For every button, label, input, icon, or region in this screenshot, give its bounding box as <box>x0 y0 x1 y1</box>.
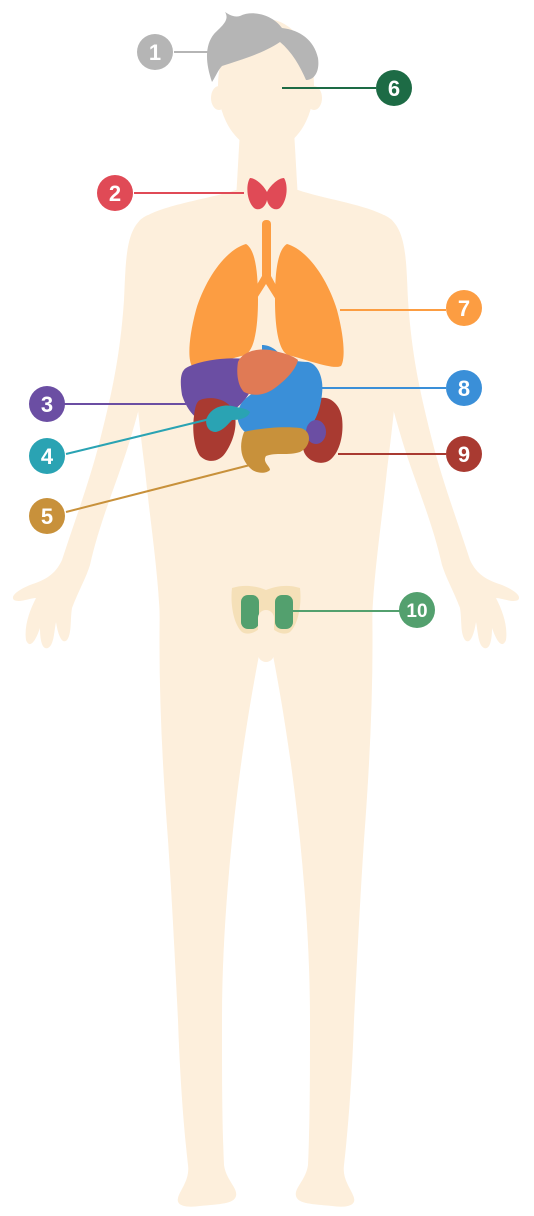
marker-3-label: 3 <box>41 392 53 417</box>
marker-5-circle <box>29 498 65 534</box>
lung-right <box>275 244 344 367</box>
arm-left <box>12 215 160 649</box>
testis-left <box>241 595 259 629</box>
testis-right <box>275 595 293 629</box>
marker-7-label: 7 <box>458 296 470 321</box>
trachea <box>262 220 271 280</box>
lung-left <box>189 244 258 367</box>
marker-9-circle <box>446 436 482 472</box>
marker-4-circle <box>29 438 65 474</box>
ear-right <box>306 86 322 110</box>
leg-left <box>159 600 266 1207</box>
lungs-group <box>189 220 344 367</box>
thyroid <box>247 178 287 210</box>
marker-1-label: 1 <box>149 40 161 65</box>
hair <box>206 12 319 82</box>
penis <box>258 610 274 662</box>
marker-8-circle <box>446 370 482 406</box>
marker-10[interactable]: 10 <box>399 592 435 628</box>
marker-3[interactable]: 3 <box>29 386 65 422</box>
line-4 <box>65 417 215 455</box>
marker-3-circle <box>29 386 65 422</box>
marker-8[interactable]: 8 <box>446 370 482 406</box>
marker-10-label: 10 <box>406 601 427 622</box>
heart <box>237 349 298 395</box>
marker-2-label: 2 <box>109 181 121 206</box>
marker-9-label: 9 <box>458 442 470 467</box>
marker-4-label: 4 <box>41 444 54 469</box>
intestine <box>241 427 309 473</box>
stomach <box>237 345 323 439</box>
ear-left <box>211 86 227 110</box>
marker-7[interactable]: 7 <box>446 290 482 326</box>
marker-8-label: 8 <box>458 376 470 401</box>
marker-6-label: 6 <box>388 76 400 101</box>
marker-10-circle <box>399 592 435 628</box>
marker-7-circle <box>446 290 482 326</box>
marker-5-label: 5 <box>41 504 53 529</box>
marker-5[interactable]: 5 <box>29 498 65 534</box>
marker-2-circle <box>97 175 133 211</box>
marker-2[interactable]: 2 <box>97 175 133 211</box>
marker-1[interactable]: 1 <box>137 34 173 70</box>
leg-right <box>266 600 373 1207</box>
adrenal-gland <box>306 420 326 444</box>
neck <box>236 130 298 200</box>
marker-4[interactable]: 4 <box>29 438 65 474</box>
pancreas <box>206 405 250 432</box>
marker-6-circle <box>376 70 412 106</box>
marker-6[interactable]: 6 <box>376 70 412 106</box>
marker-9[interactable]: 9 <box>446 436 482 472</box>
marker-1-circle <box>137 34 173 70</box>
connector-lines <box>64 51 446 612</box>
arm-right <box>372 215 520 649</box>
number-markers: 1 2 3 4 5 6 7 8 <box>29 34 482 628</box>
line-5 <box>65 464 251 513</box>
